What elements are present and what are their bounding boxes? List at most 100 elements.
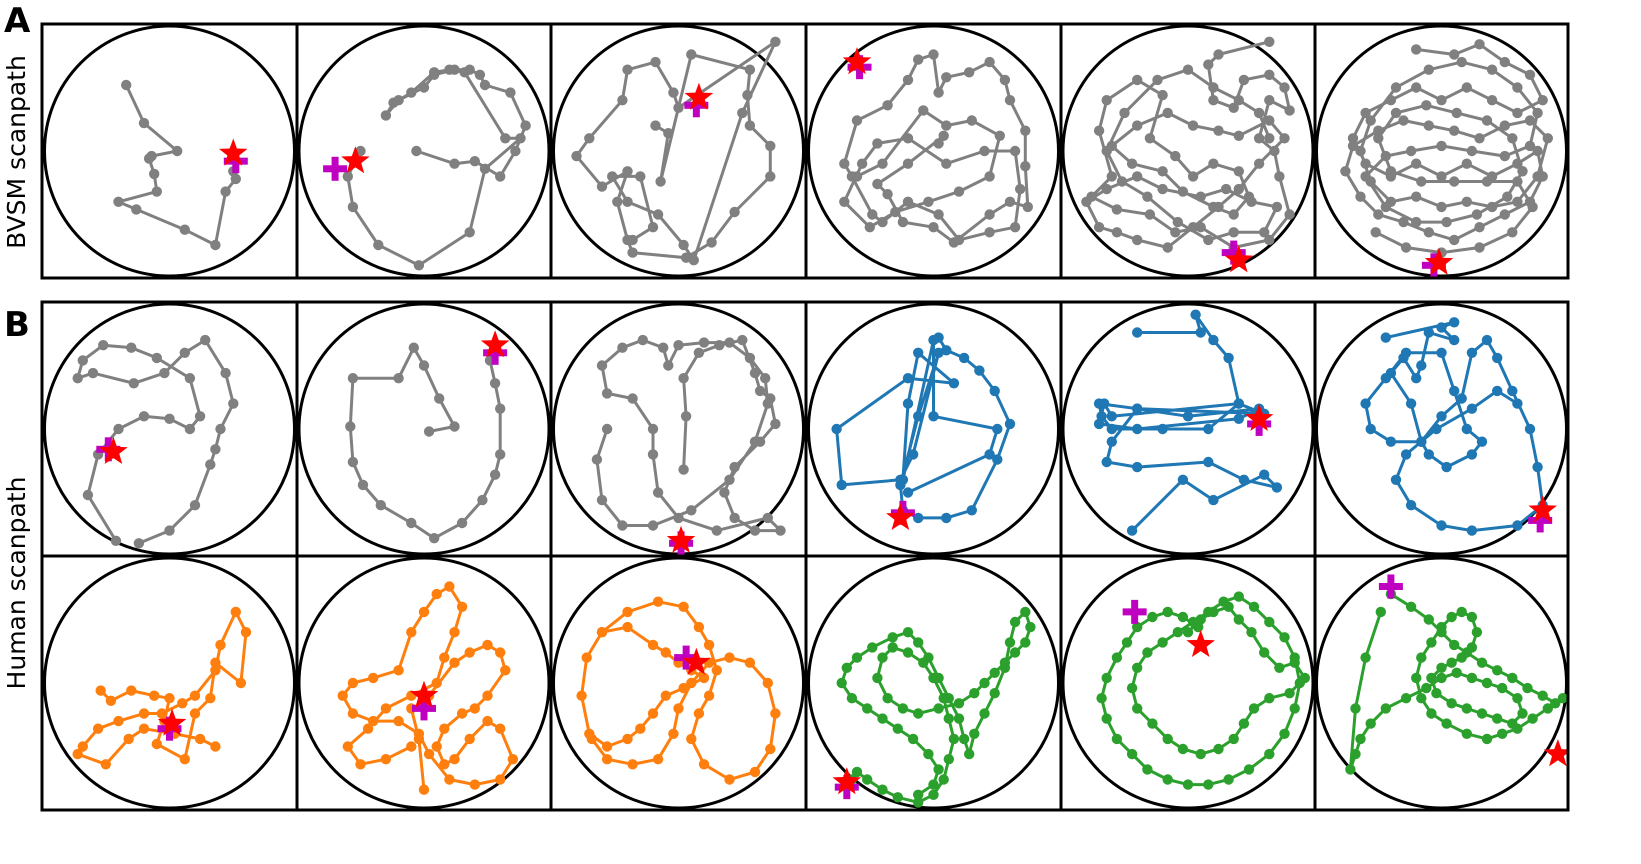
fixation-point — [749, 367, 761, 379]
fixation-point — [1542, 703, 1554, 714]
fixation-point — [1162, 774, 1173, 785]
fixation-point — [979, 677, 990, 689]
fixation-point — [1004, 196, 1016, 207]
fixation-point — [1142, 191, 1153, 202]
fixation-point — [121, 79, 132, 91]
fixation-point — [1223, 352, 1234, 364]
fixation-point — [347, 456, 359, 468]
fixation-point — [482, 690, 493, 701]
fixation-point — [138, 411, 150, 422]
fixation-point — [1524, 115, 1536, 126]
fixation-point — [902, 133, 914, 144]
fixation-point — [719, 487, 730, 498]
fixation-point — [220, 186, 231, 197]
fixation-point — [902, 74, 914, 86]
fixation-point — [1461, 423, 1473, 435]
fixation-point — [902, 398, 914, 409]
fixation-point — [1213, 201, 1224, 213]
fixation-point — [1020, 637, 1031, 648]
fixation-point — [431, 741, 442, 752]
fixation-point — [347, 373, 359, 384]
start-marker-star — [886, 502, 915, 530]
fixation-point — [449, 627, 460, 638]
fixation-point — [215, 423, 226, 435]
fixation-point — [928, 789, 939, 800]
fixation-point — [1093, 125, 1105, 136]
fixation-point — [1441, 461, 1452, 473]
fixation-point — [913, 637, 924, 648]
fixation-point — [647, 520, 659, 531]
fixation-point — [1360, 158, 1371, 169]
fixation-point — [1233, 130, 1245, 141]
fixation-point — [1132, 703, 1143, 714]
fixation-point — [1542, 133, 1554, 144]
fixation-point — [1522, 682, 1533, 694]
fixation-point — [456, 708, 468, 719]
fixation-point — [1238, 718, 1250, 729]
fixation-point — [958, 733, 970, 745]
fixation-point — [1162, 242, 1173, 253]
fixation-point — [1004, 637, 1016, 648]
fixation-point — [1020, 606, 1031, 618]
fixation-point — [1126, 525, 1138, 536]
fixation-point — [839, 158, 850, 169]
fixation-point — [1426, 708, 1437, 719]
fixation-point — [1279, 133, 1290, 144]
fixation-point — [941, 120, 952, 131]
fixation-point — [943, 754, 954, 765]
fixation-point — [737, 334, 748, 346]
fixation-point — [210, 657, 221, 668]
fixation-point — [1466, 525, 1478, 536]
fixation-point — [1195, 327, 1206, 338]
fixation-point — [1411, 82, 1422, 93]
fixation-point — [1492, 713, 1503, 724]
fixation-point — [1390, 107, 1402, 119]
fixation-point — [1474, 39, 1485, 50]
panel-b2-4 — [804, 554, 1063, 812]
fixation-point — [1527, 713, 1538, 724]
fixation-point — [928, 222, 939, 233]
fixation-point — [347, 708, 359, 719]
fixation-point — [1289, 652, 1300, 663]
fixation-point — [1512, 520, 1523, 531]
fixation-point — [902, 627, 914, 638]
fixation-point — [958, 352, 970, 364]
fixation-point — [100, 759, 112, 770]
fixation-point — [1426, 672, 1437, 684]
fixation-point — [933, 703, 944, 714]
fixation-point — [989, 385, 1000, 397]
fixation-point — [882, 100, 893, 111]
fixation-point — [948, 378, 960, 389]
fixation-point — [877, 713, 888, 724]
fixation-point — [459, 67, 470, 78]
fixation-point — [907, 449, 919, 460]
fixation-point — [1259, 227, 1270, 238]
start-marker-star — [684, 82, 714, 110]
fixation-point — [1253, 133, 1265, 144]
row-label-bvsm: BVSM scanpath — [2, 55, 31, 249]
panel-content — [43, 24, 296, 278]
fixation-point — [1238, 74, 1250, 86]
fixation-point — [235, 677, 247, 689]
fixation-point — [1466, 403, 1478, 414]
fixation-point — [1203, 234, 1214, 246]
fixation-point — [1423, 449, 1435, 460]
panel-b2-1 — [40, 554, 299, 812]
fixation-point — [882, 693, 893, 704]
fixation-point — [1022, 201, 1033, 213]
fixation-point — [411, 145, 422, 157]
fixation-point — [1208, 82, 1219, 93]
end-marker-plus — [1536, 508, 1544, 533]
fixation-point — [1380, 201, 1392, 213]
fixation-point — [1446, 698, 1457, 709]
fixation-point — [703, 639, 715, 651]
fixation-point — [760, 373, 771, 384]
fixation-point — [200, 334, 211, 346]
fixation-point — [429, 67, 440, 78]
fixation-point — [357, 479, 369, 491]
fixation-point — [210, 239, 221, 251]
fixation-point — [1380, 332, 1392, 343]
fixation-point — [177, 698, 188, 709]
fixation-point — [1233, 413, 1245, 424]
